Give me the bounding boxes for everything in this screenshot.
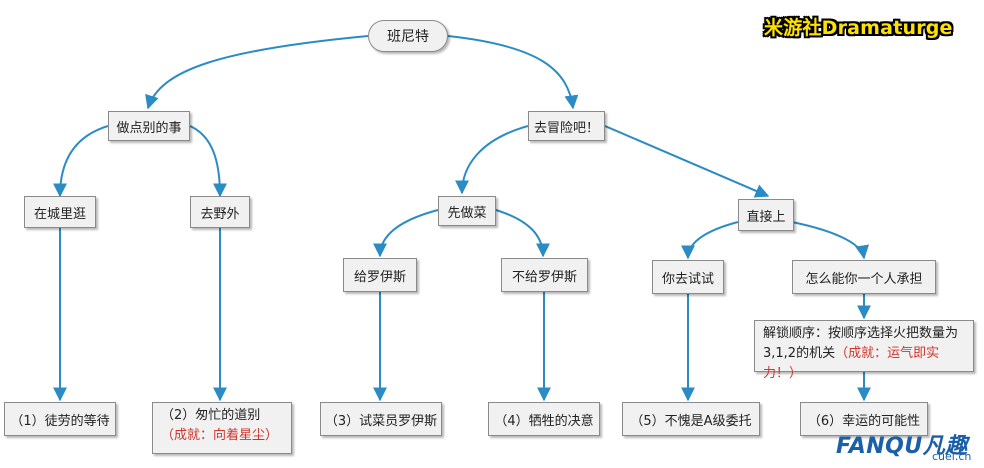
- node-not-alone: 怎么能你一个人承担: [792, 260, 936, 294]
- edge-root-to-other: [145, 35, 369, 110]
- ending-2-achievement: （成就：向着星尘）: [161, 428, 279, 443]
- fanqu-logo-url: cuel.cn: [932, 450, 972, 463]
- node-not-give-royce: 不给罗伊斯: [501, 258, 588, 292]
- ending-2: （2）匆忙的道别 （成就：向着星尘）: [152, 402, 292, 454]
- node-go-wild: 去野外: [190, 196, 250, 228]
- edge-other-to-wild: [189, 125, 227, 198]
- edge-adventure-to-direct: [604, 125, 770, 198]
- node-go-adventure: 去冒险吧！: [528, 111, 605, 141]
- node-do-something-else: 做点别的事: [108, 111, 190, 141]
- edge-direct-to-alone: [791, 221, 869, 260]
- ending-4: （4）牺牲的决意: [488, 402, 600, 436]
- edge-root-to-adventure: [447, 35, 579, 110]
- node-give-royce: 给罗伊斯: [343, 258, 417, 292]
- edge-cook-to-give: [373, 209, 439, 258]
- fanqu-logo: FANQU凡趣: [836, 434, 968, 459]
- edge-direct-to-try: [681, 221, 739, 260]
- edge-adventure-to-cook: [455, 125, 529, 195]
- unlock-achievement: （成就：运气即实力！）: [763, 346, 940, 381]
- node-unlock-order: 解锁顺序：按顺序选择火把数量为3,1,2的机关（成就：运气即实力！）: [754, 320, 974, 381]
- node-go-direct: 直接上: [738, 199, 794, 231]
- node-cook-first: 先做菜: [438, 196, 496, 226]
- ending-2-title: （2）匆忙的道别: [161, 408, 261, 423]
- node-you-try: 你去试试: [652, 260, 724, 294]
- ending-1: （1）徒劳的等待: [4, 402, 116, 436]
- node-city-stroll: 在城里逛: [24, 196, 96, 228]
- node-root: 班尼特: [368, 20, 448, 52]
- ending-3: （3）试菜员罗伊斯: [320, 402, 442, 436]
- ending-5: （5）不愧是A级委托: [622, 402, 760, 436]
- edge-cook-to-notgive: [495, 209, 550, 258]
- ending-6: （6）幸运的可能性: [800, 402, 928, 436]
- watermark-text: 米游社Dramaturge: [764, 17, 953, 39]
- edge-other-to-city: [53, 125, 109, 198]
- unlock-text: 解锁顺序：按顺序选择火把数量为3,1,2的机关: [763, 326, 959, 361]
